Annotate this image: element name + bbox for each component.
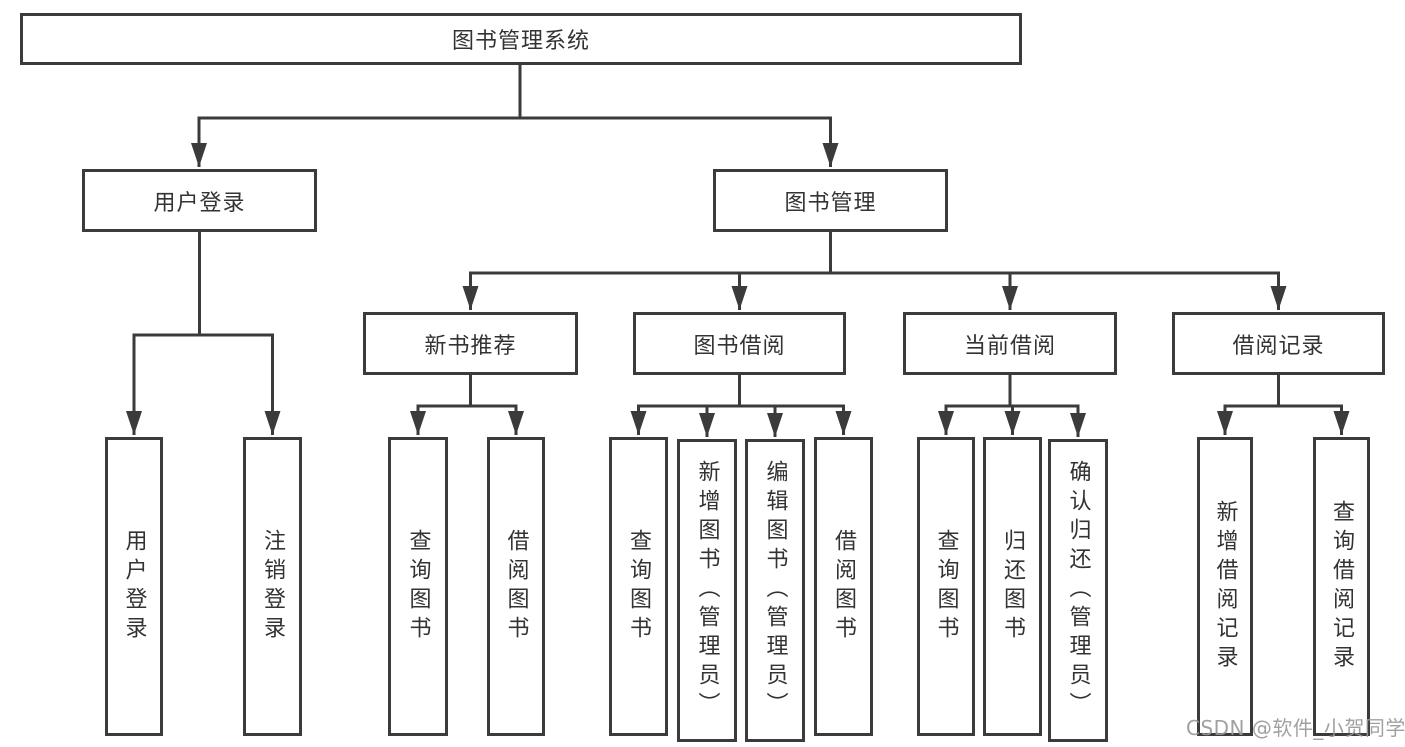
leaf-query-books-current: 查询图书	[917, 437, 975, 736]
node-label: 注销登录	[260, 528, 286, 645]
leaf-edit-books-admin: 编辑图书（管理员）	[745, 439, 805, 742]
node-label: 借阅图书	[503, 528, 529, 645]
node-new-book-recommendation: 新书推荐	[363, 312, 578, 375]
node-user-login: 用户登录	[82, 169, 317, 232]
node-label: 新增图书（管理员）	[694, 460, 720, 721]
node-label: 图书管理	[784, 190, 877, 216]
stems-level3	[469, 375, 1280, 406]
node-label: 用户登录	[121, 528, 147, 645]
node-library-management-system: 图书管理系统	[20, 13, 1022, 65]
node-label: 确认归还（管理员）	[1065, 460, 1091, 721]
leaf-confirm-return-admin: 确认归还（管理员）	[1048, 439, 1108, 742]
leaf-add-borrow-record: 新增借阅记录	[1197, 437, 1253, 736]
leaf-borrow-books-recommend: 借阅图书	[487, 437, 545, 736]
node-label: 归还图书	[1000, 528, 1026, 645]
leaf-query-books-recommend: 查询图书	[388, 437, 448, 736]
node-label: 查询图书	[933, 528, 959, 645]
node-label: 查询借阅记录	[1329, 499, 1355, 674]
leaf-borrow-books-borrowing: 借阅图书	[814, 437, 873, 736]
node-borrowing-records: 借阅记录	[1172, 312, 1385, 375]
node-label: 图书借阅	[693, 333, 786, 359]
node-book-management: 图书管理	[713, 169, 948, 232]
leaf-logout-login: 注销登录	[243, 437, 302, 736]
csdn-watermark: CSDN @软件_小贺同学	[1186, 716, 1405, 740]
leaf-add-books-admin: 新增图书（管理员）	[677, 439, 737, 742]
node-label: 查询图书	[405, 528, 431, 645]
node-label: 用户登录	[153, 190, 246, 216]
node-label: 借阅记录	[1232, 333, 1325, 359]
branch-level2	[197, 65, 832, 120]
leaf-return-books: 归还图书	[983, 437, 1042, 736]
node-label: 图书管理系统	[451, 29, 590, 54]
node-label: 当前借阅	[963, 333, 1056, 359]
node-label: 新增借阅记录	[1212, 499, 1238, 674]
node-label: 编辑图书（管理员）	[762, 460, 788, 721]
node-book-borrowing: 图书借阅	[633, 312, 846, 375]
leaf-query-borrow-record: 查询借阅记录	[1313, 437, 1370, 736]
node-label: 新书推荐	[424, 333, 517, 359]
branch-user-login	[132, 232, 274, 337]
node-label: 借阅图书	[831, 528, 857, 645]
node-current-borrowing: 当前借阅	[903, 312, 1117, 375]
node-label: 查询图书	[626, 528, 652, 645]
branch-book-management	[469, 232, 1280, 275]
leaf-query-books-borrowing: 查询图书	[609, 437, 668, 736]
leaf-user-login: 用户登录	[105, 437, 163, 736]
